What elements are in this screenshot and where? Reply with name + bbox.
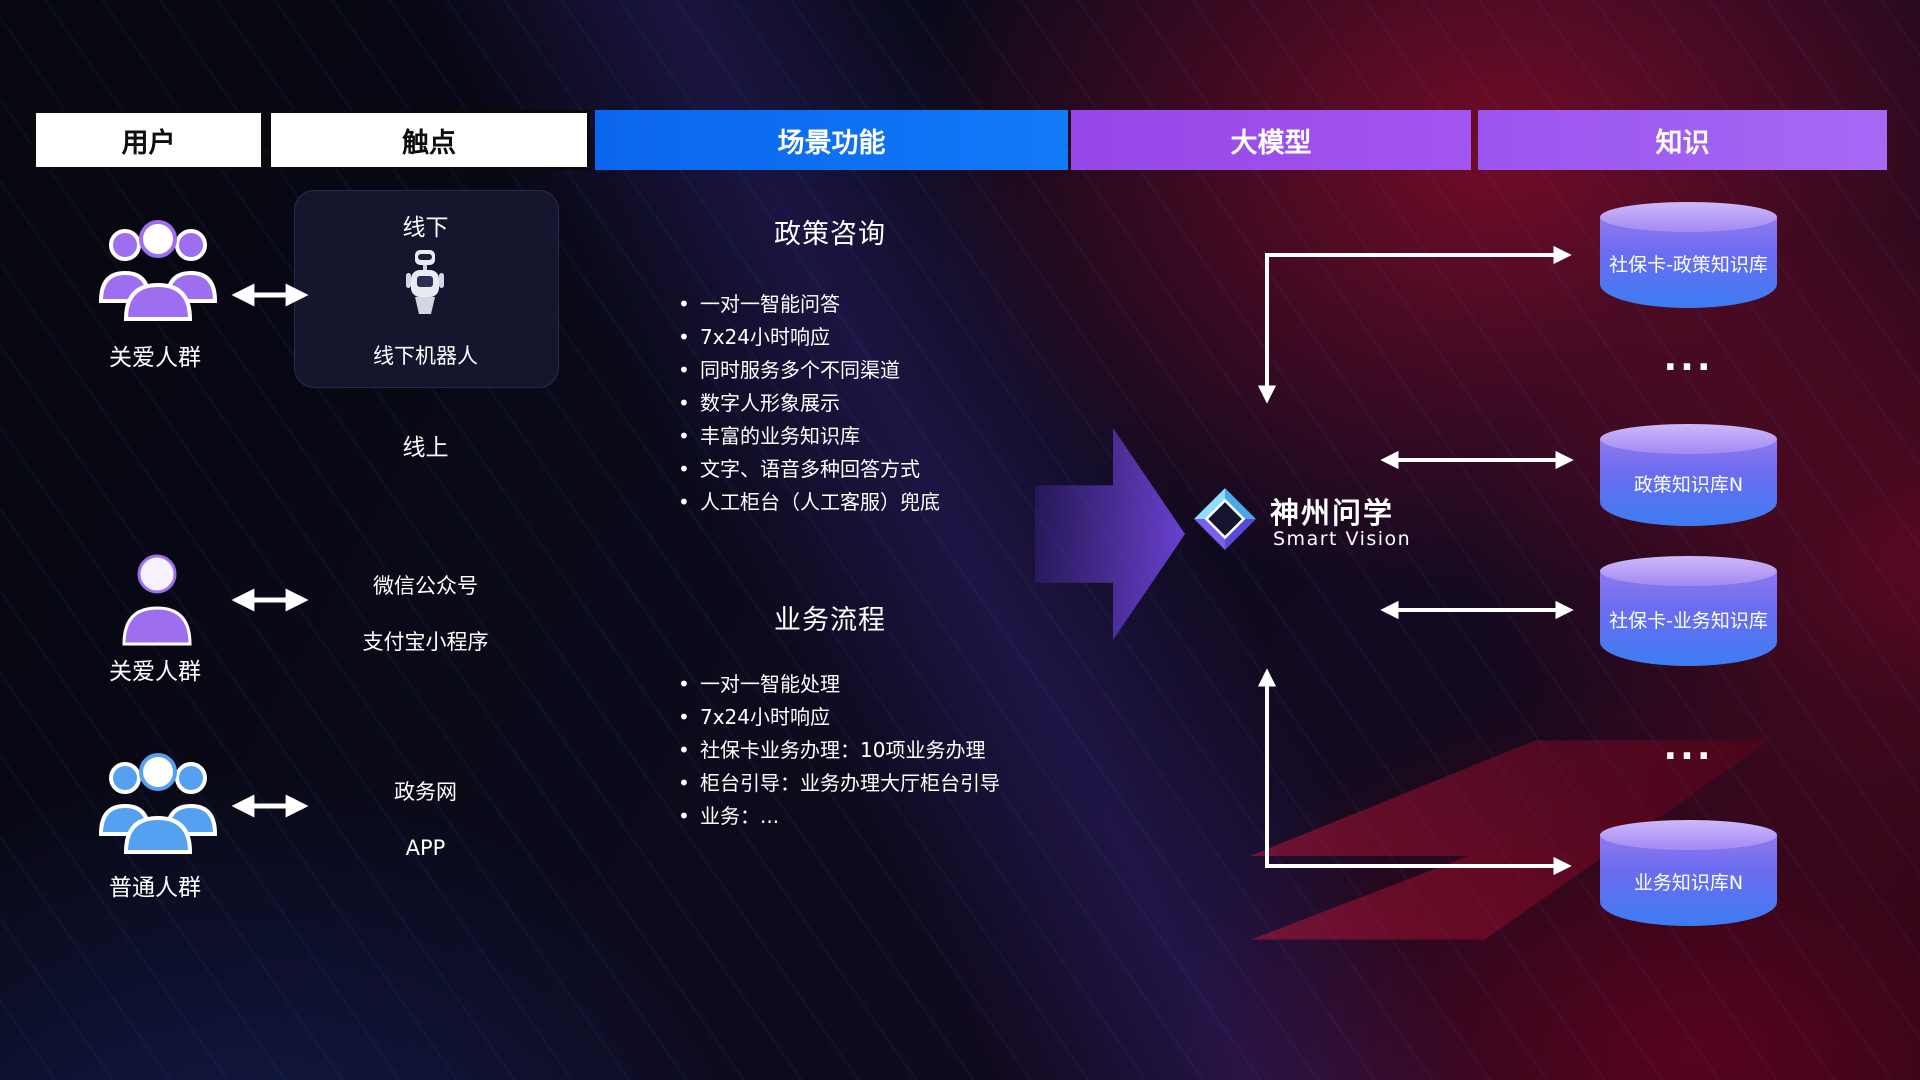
channel-gov-web: 政务网 — [394, 780, 457, 804]
user-general-label: 普通人群 — [109, 875, 201, 901]
bullet-item: 文字、语音多种回答方式 — [676, 453, 940, 486]
knowledge-db-label: 社保卡-业务知识库 — [1609, 610, 1768, 633]
bullet-item: 业务：... — [676, 800, 1000, 833]
model-subtitle: Smart Vision — [1273, 528, 1412, 550]
robot-icon — [406, 250, 444, 314]
cylinder-body — [1600, 571, 1777, 666]
bullet-item: 柜台引导：业务办理大厅柜台引导 — [676, 767, 1000, 800]
section-title-business: 业务流程 — [774, 605, 886, 636]
offline-label: 线下 — [402, 215, 449, 241]
cylinder-top — [1600, 424, 1777, 454]
knowledge-db-label: 社保卡-政策知识库 — [1609, 254, 1768, 277]
knowledge-db-policy-social-card: 社保卡-政策知识库 — [1600, 202, 1777, 308]
bullet-item: 同时服务多个不同渠道 — [676, 354, 940, 387]
bullet-item: 7x24小时响应 — [676, 701, 1000, 734]
column-header-touchpoints: 触点 — [268, 110, 590, 170]
cylinder-top — [1600, 820, 1777, 850]
model-name: 神州问学 — [1270, 496, 1395, 530]
bullet-item: 一对一智能处理 — [676, 668, 1000, 701]
bullet-item: 丰富的业务知识库 — [676, 420, 940, 453]
cylinder-body — [1600, 835, 1777, 926]
knowledge-db-business-n: 业务知识库N — [1600, 820, 1777, 926]
knowledge-db-policy-n: 政策知识库N — [1600, 424, 1777, 526]
knowledge-db-business-social-card: 社保卡-业务知识库 — [1600, 556, 1777, 666]
online-label: 线上 — [402, 435, 449, 461]
channel-wechat: 微信公众号 — [373, 574, 478, 598]
channel-alipay: 支付宝小程序 — [362, 630, 489, 654]
policy-bullet-list: 一对一智能问答 7x24小时响应 同时服务多个不同渠道 数字人形象展示 丰富的业… — [676, 288, 940, 519]
cylinder-top — [1600, 556, 1777, 586]
column-header-functions: 场景功能 — [595, 110, 1068, 170]
bullet-item: 7x24小时响应 — [676, 321, 940, 354]
section-title-policy: 政策咨询 — [774, 219, 886, 250]
diamond-logo-icon — [1194, 488, 1256, 550]
offline-robot-label: 线下机器人 — [373, 344, 478, 368]
knowledge-db-label: 业务知识库N — [1633, 872, 1744, 895]
channel-app: APP — [405, 836, 446, 860]
column-header-users: 用户 — [33, 110, 264, 170]
bullet-item: 数字人形象展示 — [676, 387, 940, 420]
column-header-knowledge: 知识 — [1478, 110, 1887, 170]
cylinder-body — [1600, 217, 1777, 308]
column-header-model: 大模型 — [1071, 110, 1471, 170]
bullet-item: 社保卡业务办理：10项业务办理 — [676, 734, 1000, 767]
ellipsis-more-business: ... — [1663, 727, 1714, 768]
bullet-item: 一对一智能问答 — [676, 288, 940, 321]
people-group-icon — [98, 220, 218, 321]
bullet-item: 人工柜台（人工客服）兜底 — [676, 486, 940, 519]
person-icon — [122, 554, 192, 646]
ellipsis-more-policy: ... — [1663, 338, 1714, 379]
knowledge-db-label: 政策知识库N — [1633, 474, 1744, 497]
user-group-label: 关爱人群 — [109, 345, 201, 371]
user-person-label: 关爱人群 — [109, 659, 201, 685]
cylinder-top — [1600, 202, 1777, 232]
people-group-icon — [98, 753, 218, 854]
business-bullet-list: 一对一智能处理 7x24小时响应 社保卡业务办理：10项业务办理 柜台引导：业务… — [676, 668, 1000, 833]
